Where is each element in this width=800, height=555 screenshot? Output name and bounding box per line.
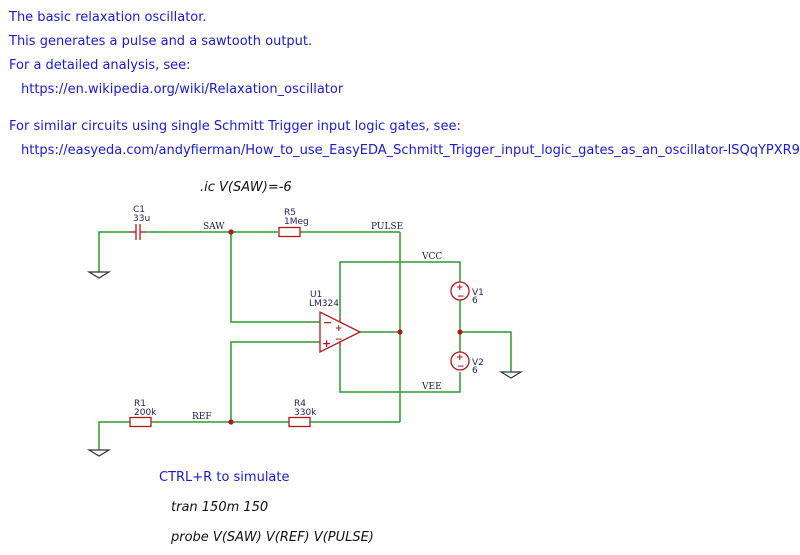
note-title: The basic relaxation oscillator.	[9, 10, 207, 25]
c1-value: 33u	[133, 214, 150, 224]
opamp-u1[interactable]	[319, 310, 362, 354]
wire-supply-ground	[460, 331, 512, 372]
svg-text:+: +	[456, 353, 464, 363]
net-label-saw: SAW	[203, 222, 225, 232]
simulate-hint: CTRL+R to simulate	[159, 470, 290, 485]
v1-ref: V1	[472, 288, 484, 298]
ground-symbol-supply	[498, 371, 524, 379]
wires	[98, 231, 512, 450]
wire-r1-ground	[98, 421, 130, 450]
r4-value: 330k	[294, 408, 317, 418]
junctions	[228, 229, 463, 425]
voltage-source-v2[interactable]: + −	[450, 351, 470, 372]
v2-value: 6	[472, 366, 478, 376]
junction-supply-mid	[457, 329, 463, 335]
wire-saw-to-inverting	[230, 232, 320, 323]
wire-ref-to-noninverting	[230, 341, 320, 422]
opamp-vcc-pin-sign: +	[335, 324, 343, 334]
resistor-r5[interactable]	[278, 226, 301, 238]
ground-symbol-r1	[86, 449, 112, 457]
r4-ref: R4	[294, 399, 306, 409]
wire-vcc	[339, 261, 461, 318]
opamp-vee-pin-sign: −	[335, 335, 343, 345]
r5-ref: R5	[284, 208, 296, 218]
note-description: This generates a pulse and a sawtooth ou…	[9, 34, 313, 49]
initial-condition-directive: .ic V(SAW)=-6	[200, 180, 292, 195]
net-label-vee: VEE	[421, 382, 442, 392]
note-analysis: For a detailed analysis, see:	[9, 58, 191, 73]
junction-pulse	[397, 329, 403, 335]
junction-ref	[228, 419, 234, 425]
svg-text:−: −	[457, 292, 465, 302]
v2-ref: V2	[472, 358, 484, 368]
svg-text:+: +	[456, 283, 464, 293]
r5-value: 1Meg	[284, 217, 309, 227]
u1-value: LM324	[309, 299, 339, 309]
resistor-r1[interactable]	[129, 416, 152, 428]
svg-text:−: −	[457, 362, 465, 372]
voltage-source-v1[interactable]: + −	[450, 281, 470, 302]
tran-directive: tran 150m 150	[171, 500, 269, 515]
opamp-noninverting-sign: +	[322, 337, 331, 350]
r1-ref: R1	[134, 399, 146, 409]
wire-vee	[339, 346, 461, 393]
capacitor-c1[interactable]	[130, 224, 146, 240]
net-label-vcc: VCC	[421, 252, 442, 262]
net-label-pulse: PULSE	[371, 222, 403, 232]
schematic-canvas: C1 33u R5 1Meg R1 200k R4 330k − + + − U…	[86, 205, 524, 457]
r1-value: 200k	[134, 408, 157, 418]
wire-c1-ground	[98, 231, 130, 272]
probe-directive: probe V(SAW) V(REF) V(PULSE)	[171, 530, 374, 545]
easyeda-link[interactable]: https://easyeda.com/andyfierman/How_to_u…	[21, 143, 800, 158]
net-label-ref: REF	[192, 412, 212, 422]
note-similar-circuits: For similar circuits using single Schmit…	[9, 119, 461, 134]
u1-ref: U1	[310, 290, 322, 300]
junction-saw	[228, 229, 234, 235]
ground-symbol-c1	[86, 271, 112, 279]
c1-ref: C1	[133, 205, 145, 215]
v1-value: 6	[472, 296, 478, 306]
resistor-r4[interactable]	[288, 416, 311, 428]
opamp-inverting-sign: −	[323, 316, 332, 329]
wikipedia-link[interactable]: https://en.wikipedia.org/wiki/Relaxation…	[21, 82, 344, 97]
